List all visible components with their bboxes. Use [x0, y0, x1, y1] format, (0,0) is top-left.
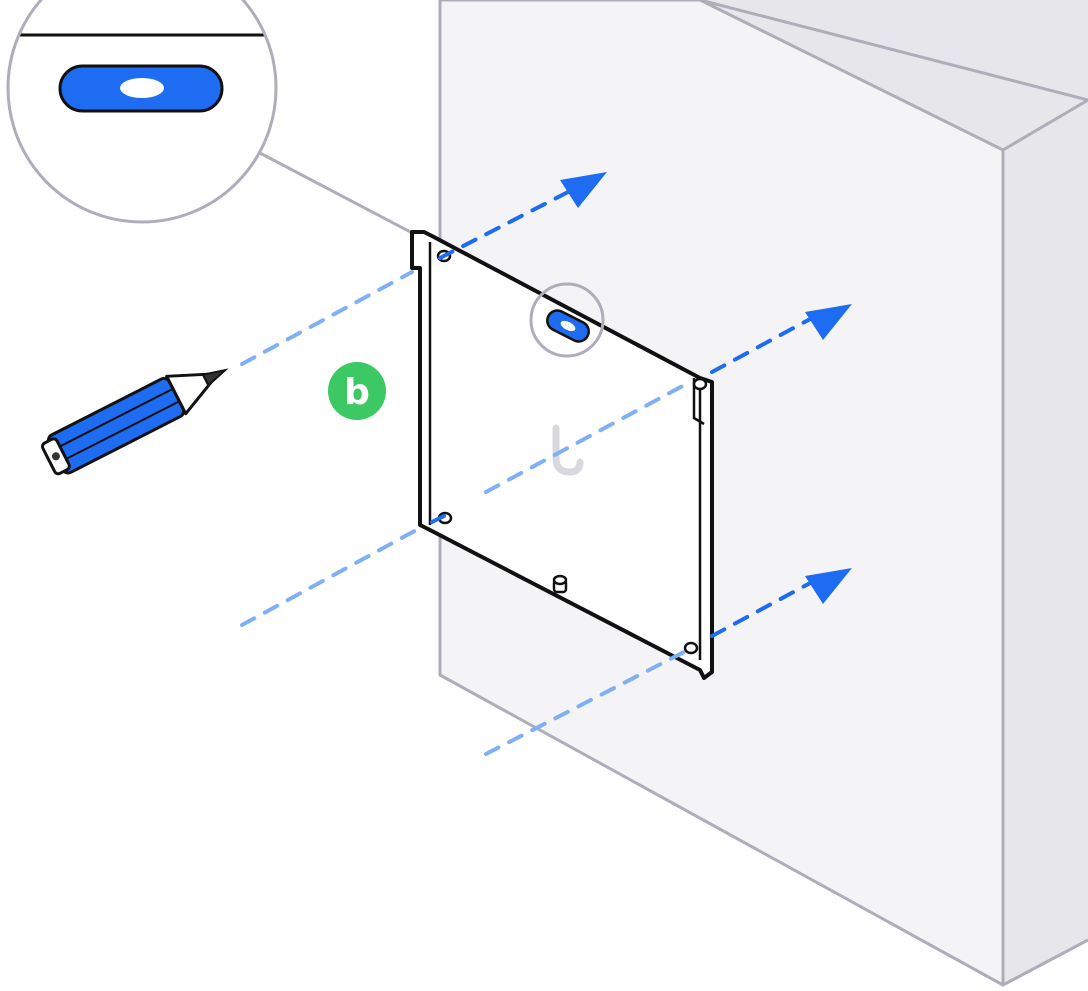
step-badge: b [328, 362, 386, 420]
drill-guide-line-1-back [438, 190, 570, 260]
mounting-plate-latch [552, 574, 568, 594]
mounting-plate-slot-hole [560, 320, 576, 332]
wall-edge-back [699, 0, 1088, 102]
arrow-head-icon [805, 568, 852, 604]
wall [438, 0, 1088, 987]
ubiquiti-u-logo-icon [552, 424, 584, 476]
wall-edge-bottom [1002, 938, 1088, 987]
drill-guide-line-3-back [430, 514, 446, 524]
drill-guide-line-2-back [710, 316, 814, 374]
drill-guide-line-4-back [710, 580, 814, 638]
drill-guide-line-3-front [240, 526, 422, 627]
drill-guide-line-2-front [484, 380, 692, 494]
drill-guides [240, 190, 814, 756]
slot-zoom-slot-hole [120, 78, 164, 98]
wall-front-face [438, 0, 1005, 987]
step-badge-label: b [344, 372, 370, 413]
wall-top-face [700, 0, 1088, 150]
slot-zoom-circle-border [6, 0, 278, 224]
mounting-plate [410, 230, 714, 680]
pencil-tip-lead [201, 368, 229, 388]
wall-side-face [1003, 100, 1088, 985]
pencil-icon [40, 368, 229, 476]
pencil-tip-wood [165, 372, 220, 416]
slot-highlight-circle [529, 282, 605, 358]
arrow-head-icon [805, 304, 852, 340]
step-badge-circle [328, 362, 386, 420]
arrow-head-icon [560, 172, 607, 208]
wall-edge-top [1002, 98, 1088, 152]
screw-hole-bottom-right [683, 641, 699, 655]
drill-guide-line-1-front [240, 270, 414, 366]
screw-hole-top-right [692, 377, 708, 391]
mounting-plate-right-tab [692, 378, 705, 426]
drill-guide-line-4-front [484, 650, 686, 756]
slot-zoom-callout [6, 0, 278, 224]
